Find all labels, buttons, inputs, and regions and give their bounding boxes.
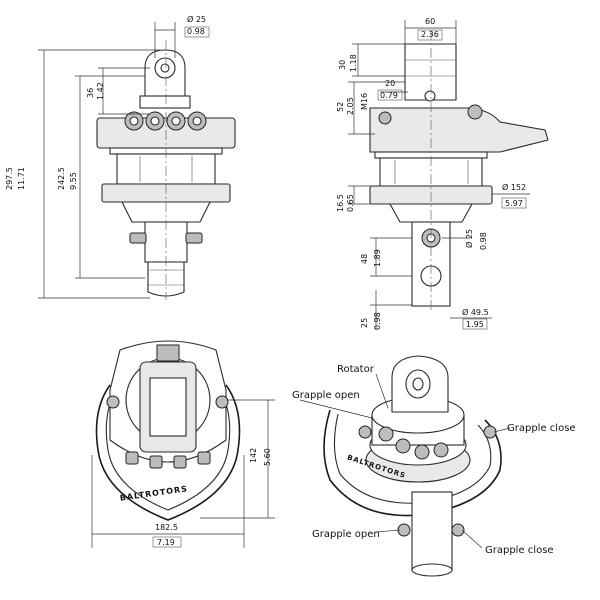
dim-242-mm: 242.5: [57, 167, 66, 190]
dim-52-mm: 52: [336, 102, 345, 112]
dia-49-mm: Ø 49.5: [462, 307, 489, 317]
width-60-mm: 60: [425, 17, 435, 26]
label-grapple-close-right: Grapple close: [507, 423, 576, 434]
dim-52-in: 2.05: [346, 97, 355, 115]
label-rotator: Rotator: [337, 364, 375, 375]
label-grapple-open-top: Grapple open: [292, 390, 360, 401]
label-grapple-close-bottom: Grapple close: [485, 545, 554, 556]
thread-m16: M16: [360, 93, 369, 110]
dia-152-mm: Ø 152: [502, 182, 526, 192]
width-182-in: 7.19: [157, 538, 175, 547]
dim-25-mm: 25: [360, 318, 369, 328]
dim-25-in: 0.98: [373, 312, 382, 330]
dim-16-5-mm: 16.5: [336, 194, 345, 212]
dim-48-mm: 48: [360, 254, 369, 264]
pin-diameter-in: 0.98: [187, 27, 205, 36]
dim-242-in: 9.55: [69, 172, 78, 190]
dim-36-mm: 36: [86, 88, 95, 98]
width-60-in: 2.36: [421, 30, 439, 39]
dim-36-in: 1.42: [96, 82, 105, 100]
dia-49-in: 1.95: [466, 320, 484, 329]
dim-48-in: 1.89: [373, 249, 382, 267]
dim-297-in: 11.71: [17, 167, 26, 190]
dim-30-mm: 30: [338, 60, 347, 70]
front-view: Ø 25 0.98 36 1.42 242.5 9.55 297.5 11.71: [5, 14, 236, 300]
side-view: 60 2.36 30 1.18 20 0.79 M16 52 2.05 16.5…: [336, 17, 549, 330]
iso-view: BALTROTORS Rotator Grapple open Grapple …: [292, 355, 576, 577]
dim-30-in: 1.18: [349, 54, 358, 72]
pin-diameter-mm: Ø 25: [187, 14, 206, 24]
dia-25-in: 0.98: [479, 232, 488, 250]
label-grapple-open-bottom: Grapple open: [312, 529, 380, 540]
dia-25-mm: Ø 25: [464, 229, 474, 248]
top-view: BALTROTORS 142 5.60 182.5 7.19: [91, 340, 275, 548]
dim-20-in: 0.79: [380, 91, 398, 100]
dia-152-in: 5.97: [505, 199, 523, 208]
dim-20-mm: 20: [385, 79, 395, 88]
dim-142-mm: 142: [249, 448, 258, 463]
dim-142-in: 5.60: [263, 448, 272, 466]
dim-297-mm: 297.5: [5, 167, 14, 190]
width-182-mm: 182.5: [155, 523, 178, 532]
dim-16-5-in: 0.65: [346, 194, 355, 212]
